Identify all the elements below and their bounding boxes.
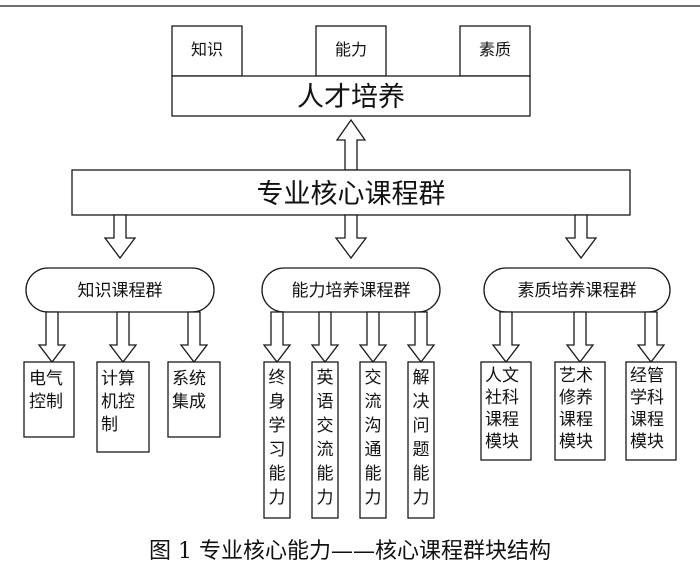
leaf-communication: [359, 361, 387, 519]
down-arrow-problem-solving: [406, 311, 436, 364]
leaf-electrical-control-label: 电气 控制: [29, 369, 68, 412]
leaf-electrical-control-line-2: 控制: [29, 392, 63, 412]
leaf-lifelong-learning-label: 终身学习能力: [269, 368, 286, 508]
ability-box: [315, 25, 387, 77]
leaf-lifelong-learning: [263, 361, 291, 519]
figure-caption: 图 1 专业核心能力——核心课程群块结构: [149, 539, 551, 564]
leaf-english-communication-label: 英语交流能力: [317, 368, 334, 508]
knowledge-label: 知识: [191, 40, 223, 59]
leaf-computer-control-line-3: 制: [101, 415, 118, 435]
down-arrow-management: [636, 311, 666, 364]
core-course-group-label: 专业核心课程群: [257, 179, 446, 210]
leaf-system-integration-line-1: 系统: [172, 369, 206, 389]
leaf-english-communication: [311, 361, 339, 519]
ability-course-group: [261, 267, 441, 313]
ability-label: 能力: [335, 40, 367, 59]
leaf-humanities-module-label: 人文社科课程模块: [485, 366, 519, 452]
talent-cultivation-box: [171, 75, 531, 117]
leaf-management-module-label: 经管学科课程模块: [630, 366, 664, 452]
ability-course-group-label: 能力培养课程群: [292, 281, 411, 301]
up-arrow: [335, 118, 367, 171]
leaf-computer-control: [96, 361, 150, 453]
leaf-electrical-control: [23, 361, 75, 438]
down-arrow-lifelong: [262, 311, 292, 364]
down-arrow-humanities: [491, 311, 521, 364]
leaf-system-integration-line-2: 集成: [172, 392, 206, 412]
leaf-computer-control-line-1: 计算: [101, 369, 135, 389]
leaf-arts-module-label: 艺术修养课程模块: [559, 366, 593, 452]
talent-cultivation-label: 人才培养: [297, 82, 405, 113]
down-arrow-quality: [564, 214, 598, 260]
leaf-communication-label: 交流沟通能力: [365, 368, 382, 508]
leaf-computer-control-label: 计算 机控 制: [101, 369, 140, 435]
leaf-system-integration: [167, 361, 221, 438]
leaf-computer-control-line-2: 机控: [101, 392, 135, 412]
down-arrow-system: [179, 311, 209, 364]
leaf-electrical-control-line-1: 电气: [29, 369, 63, 389]
down-arrow-english: [310, 311, 340, 364]
leaf-problem-solving-label: 解决问题能力: [413, 368, 430, 508]
core-course-group-box: [71, 169, 631, 216]
quality-label: 素质: [479, 40, 511, 59]
leaf-management-module: [625, 361, 677, 461]
quality-course-group-label: 素质培养课程群: [518, 281, 637, 301]
down-arrow-ability: [334, 214, 368, 260]
down-arrow-electrical: [37, 311, 67, 364]
leaf-problem-solving: [407, 361, 435, 519]
down-arrow-communication: [358, 311, 388, 364]
down-arrow-knowledge: [103, 214, 137, 260]
leaf-humanities-module: [480, 361, 532, 461]
down-arrow-arts: [565, 311, 595, 364]
leaf-arts-module: [554, 361, 606, 461]
knowledge-course-group-label: 知识课程群: [78, 281, 163, 301]
down-arrow-computer: [108, 311, 138, 364]
leaf-system-integration-label: 系统 集成: [172, 369, 211, 412]
